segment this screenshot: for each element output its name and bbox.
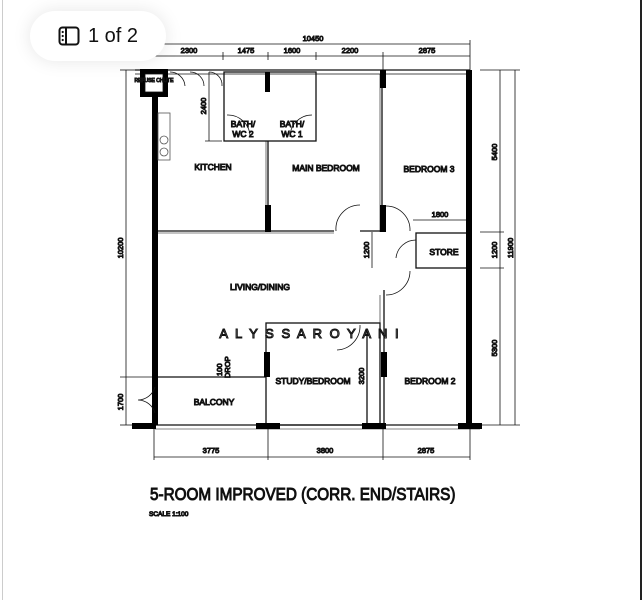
right-edge (640, 0, 642, 600)
drop-label-2: DROP (223, 356, 232, 378)
watermark: A L Y S S A R O Y A N I (219, 326, 400, 341)
room-bath-wc-2-line2: WC 2 (232, 129, 254, 139)
page-indicator-badge[interactable]: 1 of 2 (30, 11, 166, 61)
room-bath-wc-1-line2: WC 1 (281, 129, 303, 139)
dim-right-3: 5300 (490, 340, 499, 357)
refuse-chute-label: REFUSE CHUTE (135, 78, 175, 84)
room-bedroom-3: BEDROOM 3 (403, 164, 454, 174)
room-store: STORE (429, 247, 458, 257)
dim-right-total: 11900 (506, 238, 515, 258)
room-balcony: BALCONY (194, 397, 235, 407)
dim-bottom-3: 2875 (418, 446, 435, 455)
dim-corridor: 1200 (362, 242, 371, 259)
dim-store-width: 1800 (432, 210, 449, 219)
room-bath-wc-2: BATH/ (231, 119, 256, 129)
dim-top-3: 1600 (284, 46, 301, 55)
room-living-dining: LIVING/DINING (230, 282, 290, 292)
room-bath-wc-1: BATH/ (280, 119, 305, 129)
left-edge (2, 0, 3, 600)
gallery-pages-icon (58, 26, 80, 46)
dim-left-total: 10200 (116, 238, 125, 259)
dim-bath-depth: 2400 (199, 98, 208, 115)
dim-right-1: 5400 (490, 144, 499, 161)
dim-top-2: 1475 (238, 46, 255, 55)
page-indicator-text: 1 of 2 (87, 24, 139, 47)
plan-scale: SCALE 1:100 (149, 511, 189, 518)
dim-left-balcony: 1700 (116, 394, 125, 411)
dim-study-depth: 3200 (357, 368, 366, 385)
dim-bottom-1: 3775 (203, 446, 220, 455)
dimension-lines (120, 40, 520, 460)
dim-right-2: 1200 (490, 242, 499, 259)
door-swings (137, 71, 417, 414)
room-bedroom-2: BEDROOM 2 (404, 376, 455, 386)
dim-top-total: 10450 (303, 34, 324, 43)
dim-top-4: 2200 (342, 46, 359, 55)
room-kitchen: KITCHEN (194, 162, 231, 172)
sink (157, 112, 171, 161)
dim-bottom-2: 3800 (317, 446, 334, 455)
room-study-bedroom: STUDY/BEDROOM (275, 376, 350, 386)
dim-top-5: 2875 (419, 46, 436, 55)
drop-label: 100 (215, 363, 224, 376)
room-main-bedroom: MAIN BEDROOM (292, 163, 360, 173)
plan-title: 5-ROOM IMPROVED (CORR. END/STAIRS) (150, 484, 455, 504)
dim-top-1: 2300 (181, 46, 198, 55)
